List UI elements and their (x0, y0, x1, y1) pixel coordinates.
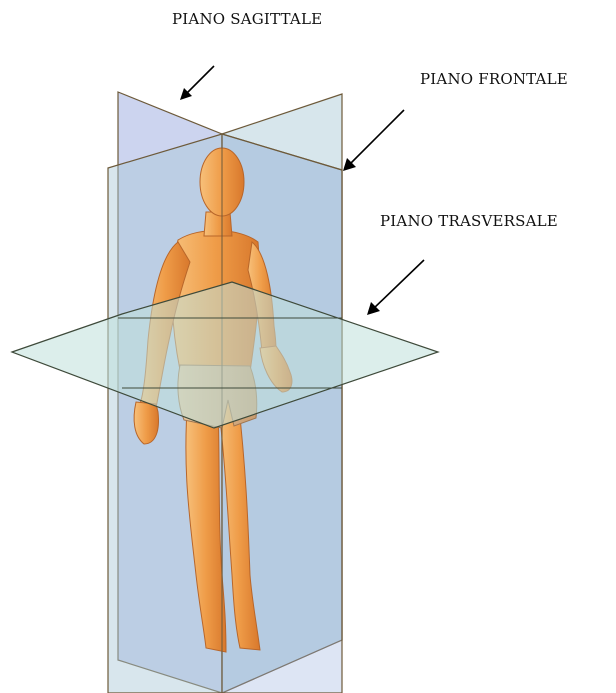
transverse-plane (12, 282, 438, 428)
arrow-frontal (343, 110, 404, 171)
label-frontal-plane: PIANO FRONTALE (420, 70, 568, 88)
label-sagittal-plane: PIANO SAGITTALE (172, 10, 322, 28)
label-transverse-plane: PIANO TRASVERSALE (380, 212, 558, 230)
arrow-transverse (367, 260, 424, 315)
arrow-sagittal (180, 66, 214, 100)
